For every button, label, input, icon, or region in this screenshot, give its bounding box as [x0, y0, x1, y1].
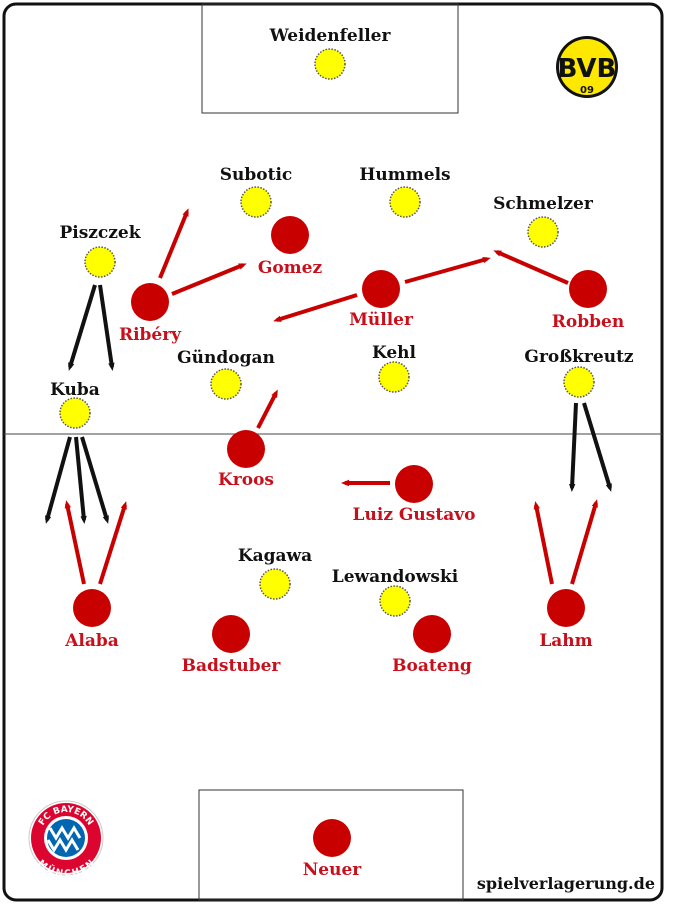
movement-arrow-red — [533, 501, 554, 585]
player-robben: Robben — [552, 270, 624, 332]
player-name: Badstuber — [182, 656, 282, 676]
bayern-player-marker — [73, 589, 111, 627]
player-rib-ry: Ribéry — [119, 283, 182, 345]
player-name: Neuer — [303, 860, 363, 880]
player-luiz-gustavo: Luiz Gustavo — [353, 465, 476, 525]
movement-arrow-red — [64, 500, 86, 585]
player-name: Robben — [552, 312, 624, 332]
bvb-player-marker — [389, 186, 421, 218]
player-name: Schmelzer — [493, 194, 594, 214]
player-name: Weidenfeller — [269, 26, 392, 46]
player-name: Subotic — [220, 165, 293, 185]
player-name: Ribéry — [119, 325, 182, 345]
player-name: Kuba — [50, 380, 100, 400]
bvb-player-marker — [379, 585, 411, 617]
player-name: Alaba — [64, 631, 119, 651]
svg-text:BVB: BVB — [558, 54, 617, 84]
player-hummels: Hummels — [359, 165, 451, 218]
player-piszczek: Piszczek — [59, 223, 142, 278]
player-kuba: Kuba — [50, 380, 100, 429]
player-name: Kagawa — [238, 546, 312, 566]
player-kagawa: Kagawa — [238, 546, 312, 600]
bayern-player-marker — [271, 216, 309, 254]
bvb-player-marker — [240, 186, 272, 218]
movement-arrow-red — [171, 263, 247, 296]
bayern-player-marker — [569, 270, 607, 308]
player-name: Piszczek — [59, 223, 141, 243]
movement-arrow-red — [404, 256, 491, 284]
movement-arrow-red — [570, 499, 598, 585]
player-badstuber: Badstuber — [182, 615, 282, 676]
player-name: Gomez — [258, 258, 323, 278]
bvb-player-marker — [527, 216, 559, 248]
bayern-player-marker — [313, 819, 351, 857]
player-name: Gündogan — [177, 348, 275, 368]
bvb-player-marker — [59, 397, 91, 429]
movement-arrow-black — [98, 284, 115, 371]
bayern-player-marker — [227, 430, 265, 468]
bvb-player-marker — [563, 366, 595, 398]
player-name: Lewandowski — [332, 567, 459, 587]
player-name: Kehl — [372, 343, 417, 363]
bvb-player-marker — [314, 48, 346, 80]
movement-arrow-red — [158, 208, 189, 279]
player-name: Kroos — [218, 470, 274, 490]
player-name: Hummels — [359, 165, 450, 185]
player-neuer: Neuer — [303, 819, 363, 880]
movement-arrow-black — [568, 402, 578, 492]
movement-arrow-black — [44, 436, 72, 524]
movement-arrow-black — [68, 284, 97, 371]
player-boateng: Boateng — [392, 615, 472, 676]
movement-arrow-red — [98, 501, 127, 585]
movement-arrow-black — [582, 402, 612, 492]
player-kehl: Kehl — [372, 343, 417, 393]
bvb-logo: BVB 09 — [556, 36, 618, 98]
player-schmelzer: Schmelzer — [493, 194, 594, 248]
player-subotic: Subotic — [220, 165, 293, 218]
svg-text:09: 09 — [580, 85, 594, 96]
bottom-penalty-box — [198, 789, 464, 901]
player-kroos: Kroos — [218, 430, 274, 490]
movement-arrow-red — [273, 293, 358, 322]
movement-arrow-red — [256, 389, 278, 429]
bvb-player-marker — [210, 368, 242, 400]
credit-text: spielverlagerung.de — [477, 874, 655, 893]
bayern-player-marker — [413, 615, 451, 653]
player-alaba: Alaba — [64, 589, 119, 651]
pitch-border — [2, 2, 664, 902]
player-m-ller: Müller — [349, 270, 414, 330]
player-name: Lahm — [539, 631, 592, 651]
movement-arrow-black — [74, 436, 87, 524]
bayern-player-marker — [131, 283, 169, 321]
movement-arrow-red — [493, 250, 569, 285]
player-gro-kreutz: Großkreutz — [524, 347, 634, 398]
player-name: Müller — [349, 310, 414, 330]
bvb-player-marker — [259, 568, 291, 600]
bvb-player-marker — [84, 246, 116, 278]
top-penalty-box — [201, 3, 459, 114]
bayern-player-marker — [547, 589, 585, 627]
player-weidenfeller: Weidenfeller — [269, 26, 392, 80]
player-name: Großkreutz — [524, 347, 633, 367]
player-name: Boateng — [392, 656, 472, 676]
player-g-ndogan: Gündogan — [177, 348, 275, 400]
bayern-player-marker — [395, 465, 433, 503]
player-gomez: Gomez — [258, 216, 323, 278]
player-lahm: Lahm — [539, 589, 593, 651]
player-lewandowski: Lewandowski — [332, 567, 459, 617]
bayern-player-marker — [212, 615, 250, 653]
movement-arrow-black — [80, 436, 109, 524]
bvb-player-marker — [378, 361, 410, 393]
bayern-logo: FC BAYERN MÜNCHEN — [28, 800, 104, 879]
bayern-player-marker — [362, 270, 400, 308]
player-name: Luiz Gustavo — [353, 505, 476, 525]
